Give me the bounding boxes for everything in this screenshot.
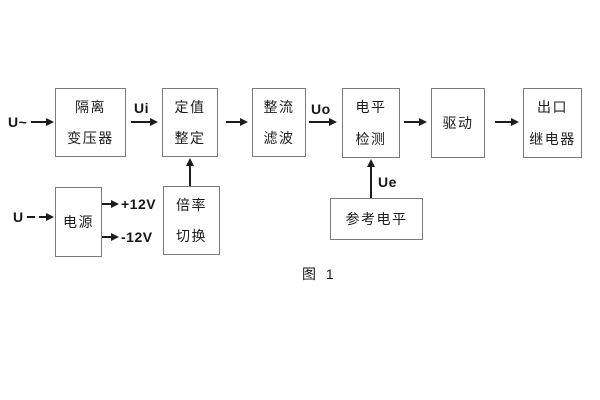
dc-input-dash	[27, 216, 35, 218]
signal-label-ui: Ui	[134, 100, 149, 116]
signal-label-plus-12v: +12V	[121, 196, 157, 212]
arrow-drive-to-relay	[495, 118, 519, 125]
arrow-power-minus-12v	[102, 233, 119, 240]
arrow-isolation-to-setting	[131, 118, 158, 125]
block-rectifier-filter: 整流 滤波	[252, 88, 306, 157]
arrow-u-ac-to-isolation	[31, 118, 54, 125]
block-ratio-switch: 倍率 切换	[163, 186, 220, 255]
block-label: 整定	[174, 130, 206, 146]
arrow-ratio-to-setting	[186, 158, 193, 186]
arrow-level-to-drive	[404, 118, 427, 125]
block-drive: 驱动	[431, 88, 485, 158]
arrow-reference-to-level	[367, 159, 374, 198]
signal-label-minus-12v: -12V	[121, 229, 153, 245]
arrow-power-plus-12v	[102, 200, 119, 207]
block-label: 倍率	[176, 196, 207, 213]
block-label: 切换	[176, 228, 207, 244]
figure-caption: 图 1	[302, 266, 337, 282]
block-label: 定值	[174, 98, 206, 115]
block-value-setting: 定值 整定	[162, 88, 218, 157]
block-label: 电源	[63, 213, 94, 230]
block-power-supply: 电源	[55, 187, 102, 257]
block-label: 整流	[263, 98, 295, 115]
block-label: 变压器	[67, 130, 114, 146]
block-isolation-transformer: 隔离 变压器	[55, 88, 126, 157]
signal-label-uo: Uo	[311, 101, 331, 117]
signal-label-u-ac: U~	[8, 114, 28, 130]
block-level-detection: 电平 检测	[342, 88, 400, 158]
arrow-u-dc-to-power	[39, 213, 54, 220]
signal-label-ue: Ue	[378, 174, 397, 190]
block-label: 参考电平	[345, 210, 408, 227]
block-label: 滤波	[263, 130, 295, 146]
block-label: 隔离	[75, 98, 106, 115]
block-output-relay: 出口 继电器	[523, 88, 582, 158]
block-label: 检测	[355, 130, 387, 147]
block-label: 继电器	[529, 130, 576, 147]
block-label: 电平	[355, 99, 387, 116]
block-label: 驱动	[442, 114, 474, 131]
block-label: 出口	[537, 99, 568, 116]
arrow-setting-to-rectify	[226, 118, 248, 125]
signal-label-u-dc: U	[13, 209, 24, 225]
block-reference-level: 参考电平	[330, 198, 423, 240]
arrow-rectify-to-level	[309, 118, 337, 125]
